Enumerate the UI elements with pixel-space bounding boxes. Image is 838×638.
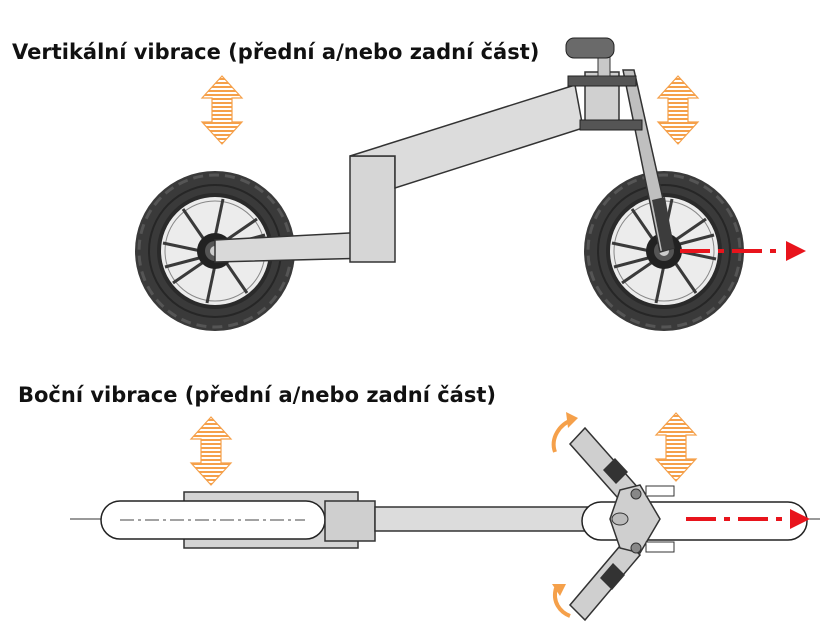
upper-clamp [567,75,637,87]
handlebar-grip [565,37,615,59]
side-view [133,37,806,333]
direction-arrowhead-top [790,509,810,529]
lateral-vibration-arrow-rear [190,416,232,486]
top-tube-top [374,506,611,532]
frame-top-tube [349,84,584,190]
handlebar-top [568,426,675,622]
lower-clamp [579,119,643,131]
vertical-vibration-arrow-rear [201,75,243,145]
vertical-vibration-arrow-front [657,75,699,145]
frame-seat-block [349,155,396,263]
top-view [70,412,820,622]
lateral-vibration-arrow-front [655,412,697,482]
side-view-caption: Vertikální vibrace (přední a/nebo zadní … [12,40,540,64]
direction-arrowhead-side [786,241,806,261]
rotation-arrow-lower [553,587,571,618]
top-view-caption: Boční vibrace (přední a/nebo zadní část) [18,383,496,407]
